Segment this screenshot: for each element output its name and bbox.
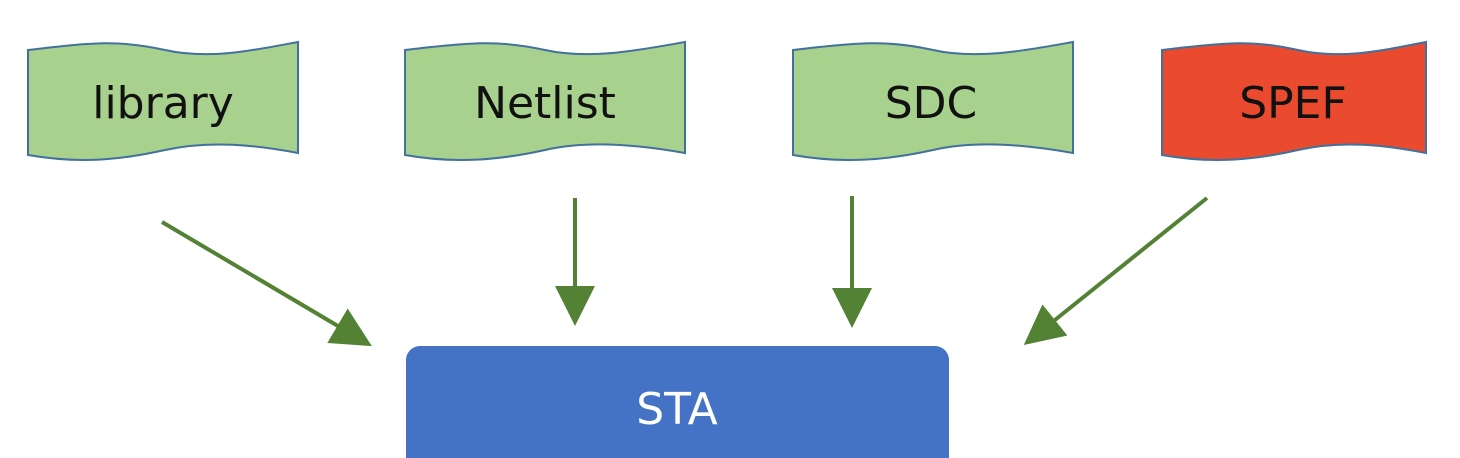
library-document: library [27,40,299,161]
netlist-document-shape [404,40,686,161]
netlist-label: Netlist [474,78,616,129]
spef-document-shape [1161,40,1427,161]
library-label: library [92,78,234,129]
netlist-document: Netlist [404,40,686,161]
sdc-label: SDC [885,78,978,129]
sdc-document-shape [792,40,1074,161]
spef-document: SPEF [1161,40,1427,161]
spef-label: SPEF [1239,78,1347,129]
sta-box-shape [406,346,949,458]
sta-label: STA [636,384,718,435]
library-document-shape [27,40,299,161]
arrow-library-to-sta [160,220,372,347]
sdc-document: SDC [792,40,1074,161]
sta-box: STA [406,346,949,458]
arrow-spef-to-sta [1023,196,1209,346]
